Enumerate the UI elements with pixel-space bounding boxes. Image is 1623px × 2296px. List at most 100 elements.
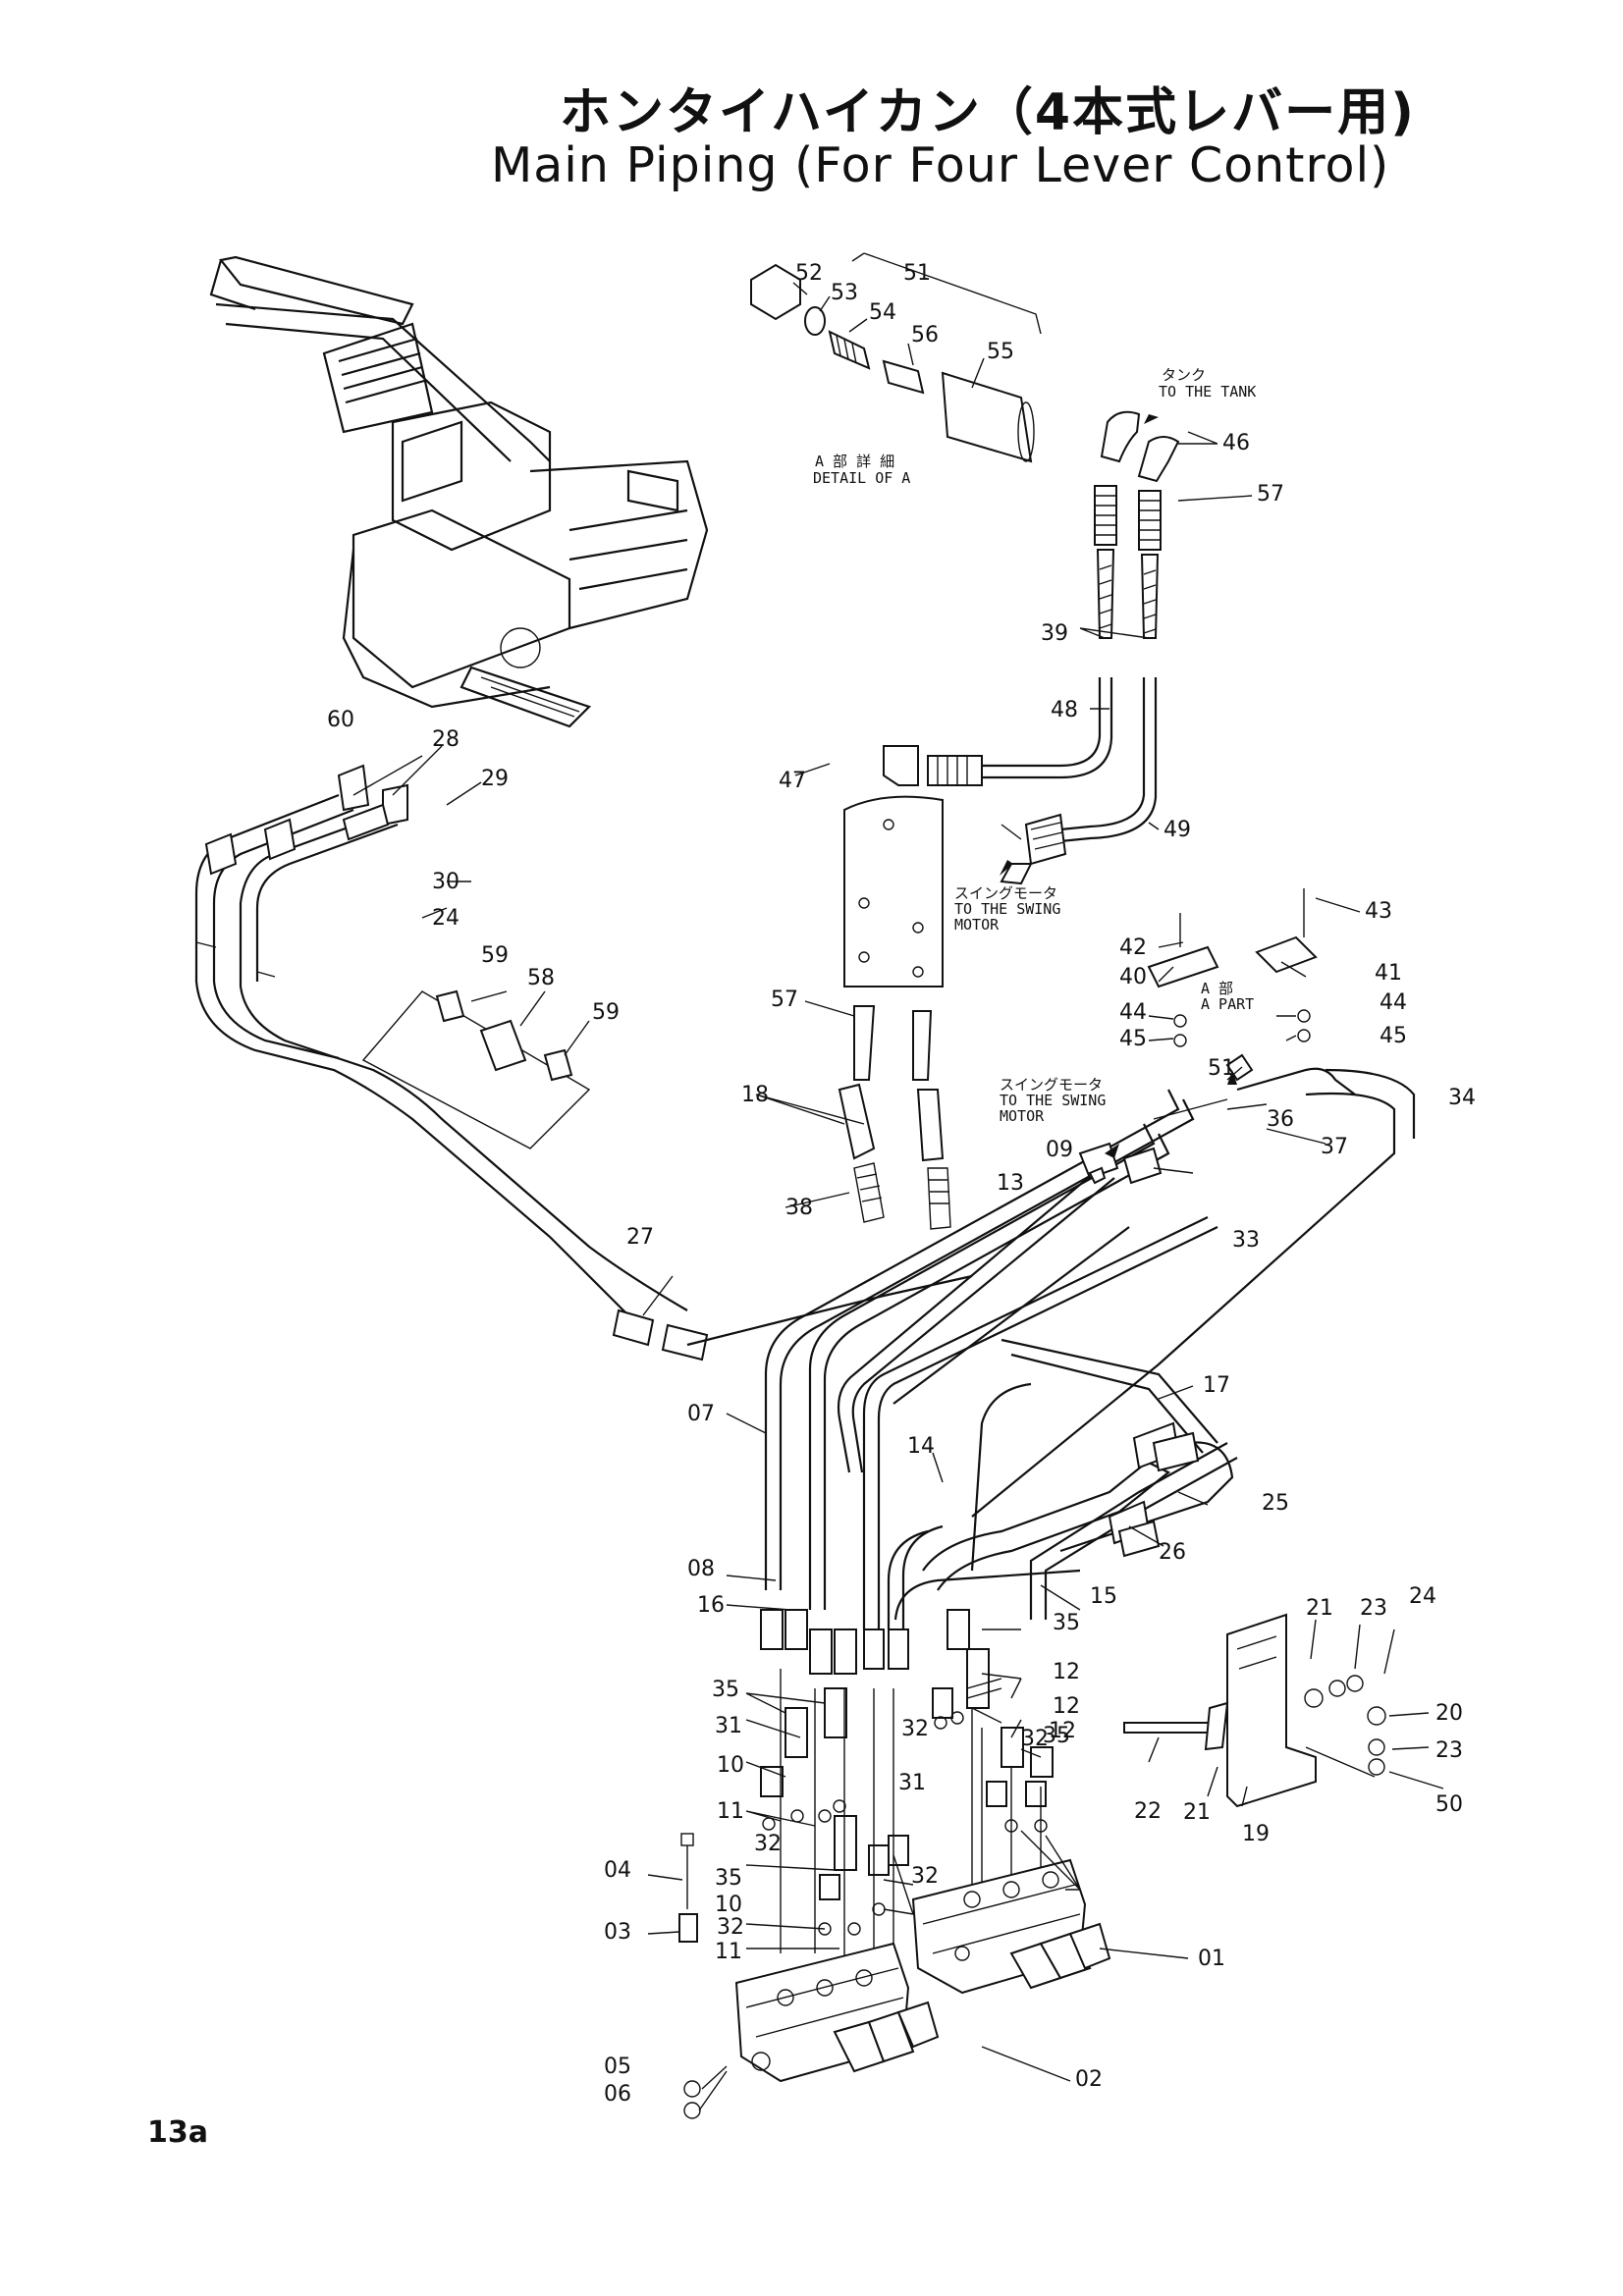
apart-jp-note: A 部 xyxy=(1201,980,1233,997)
swing2-en2-note: MOTOR xyxy=(1000,1107,1045,1125)
part-label: 46 xyxy=(1222,431,1250,455)
left-hoses xyxy=(194,764,973,1362)
part-label: 47 xyxy=(779,769,806,793)
part-label: 08 xyxy=(687,1557,715,1581)
part-label: 10 xyxy=(717,1753,744,1778)
part-label: 38 xyxy=(785,1196,813,1220)
part-label: 26 xyxy=(1159,1540,1186,1565)
part-label: 60 xyxy=(327,708,354,732)
part-label: 57 xyxy=(771,988,798,1012)
part-label: 43 xyxy=(1365,899,1392,924)
part-label: 24 xyxy=(432,906,460,931)
part-label: 39 xyxy=(1041,621,1068,646)
part-label: 59 xyxy=(592,1000,620,1025)
tank-en-note: TO THE TANK xyxy=(1159,383,1256,400)
part-label: 15 xyxy=(1090,1584,1117,1609)
part-label: 12 xyxy=(1053,1694,1080,1719)
annotations: A 部 詳 細 DETAIL OF A タンク TO THE TANK スイング… xyxy=(813,366,1256,1125)
title-japanese: ホンタイハイカン（4本式レバー用) xyxy=(560,83,1416,142)
part-label: 27 xyxy=(626,1225,654,1250)
part-label: 25 xyxy=(1262,1491,1289,1516)
detail-of-a xyxy=(750,252,1042,463)
part-label: 32 xyxy=(901,1717,929,1741)
excavator-illustration xyxy=(209,255,709,728)
part-label: 24 xyxy=(1409,1584,1436,1609)
part-label: 35 xyxy=(712,1678,739,1702)
control-valves xyxy=(678,1833,1111,2119)
part-label: 45 xyxy=(1380,1024,1407,1048)
part-label: 44 xyxy=(1380,990,1407,1015)
detail-jp-note: A 部 詳 細 xyxy=(815,453,894,470)
part-label: 59 xyxy=(481,943,509,968)
part-label: 44 xyxy=(1119,1000,1147,1025)
part-label: 36 xyxy=(1267,1107,1294,1132)
part-label: 35 xyxy=(1043,1724,1070,1748)
part-label: 10 xyxy=(715,1893,742,1917)
part-label: 31 xyxy=(898,1771,926,1795)
swing1-en2-note: MOTOR xyxy=(954,916,1000,934)
part-label: 30 xyxy=(432,870,460,894)
page-number: 13a xyxy=(147,2115,208,2150)
line-filter xyxy=(361,989,591,1149)
part-label: 12 xyxy=(1053,1660,1080,1684)
swing1-jp-note: スイングモータ xyxy=(954,884,1057,902)
part-label: 18 xyxy=(741,1083,769,1107)
part-label: 58 xyxy=(527,966,555,990)
part-label: 56 xyxy=(911,323,939,347)
part-label: 54 xyxy=(869,300,896,325)
detail-en-note: DETAIL OF A xyxy=(813,469,910,487)
part-label: 41 xyxy=(1375,961,1402,986)
part-label: 32 xyxy=(911,1864,939,1889)
flow-arrows xyxy=(1000,414,1237,1158)
part-label: 48 xyxy=(1051,698,1078,722)
part-label: 45 xyxy=(1119,1027,1147,1051)
swing-plate xyxy=(838,795,951,1230)
part-label: 57 xyxy=(1257,482,1284,507)
part-label: 01 xyxy=(1198,1947,1225,1971)
swing2-jp-note: スイングモータ xyxy=(1000,1076,1103,1094)
stand-bracket xyxy=(1123,1613,1386,1808)
part-label: 29 xyxy=(481,767,509,791)
part-label: 28 xyxy=(432,727,460,752)
part-label: 33 xyxy=(1232,1228,1260,1253)
part-label: 11 xyxy=(717,1799,744,1824)
apart-en-note: A PART xyxy=(1201,995,1254,1013)
part-label: 40 xyxy=(1119,965,1147,989)
part-label: 52 xyxy=(795,261,823,286)
steel-pipes xyxy=(764,1067,1416,1629)
title-english: Main Piping (For Four Lever Control) xyxy=(491,137,1390,193)
leader-lines xyxy=(352,282,1444,2082)
part-label: 21 xyxy=(1183,1800,1211,1825)
part-label: 42 xyxy=(1119,935,1147,960)
part-label: 35 xyxy=(1053,1611,1080,1635)
part-label: 02 xyxy=(1075,2067,1103,2092)
part-label: 55 xyxy=(987,340,1014,364)
part-label: 51 xyxy=(1208,1056,1235,1081)
part-label: 17 xyxy=(1203,1373,1230,1398)
part-label: 34 xyxy=(1448,1086,1476,1110)
part-label: 32 xyxy=(754,1832,782,1856)
part-labels: 52 51 53 54 56 55 46 57 39 48 47 49 60 2… xyxy=(327,261,1476,2107)
part-label: 13 xyxy=(997,1171,1024,1196)
tank-jp-note: タンク xyxy=(1162,366,1206,384)
part-label: 53 xyxy=(831,281,858,305)
part-label: 23 xyxy=(1360,1596,1387,1621)
part-label: 16 xyxy=(697,1593,725,1618)
part-label: 50 xyxy=(1435,1792,1463,1817)
part-label: 35 xyxy=(715,1866,742,1891)
part-label: 21 xyxy=(1306,1596,1333,1621)
part-label: 32 xyxy=(1021,1727,1049,1751)
swing1-en1-note: TO THE SWING xyxy=(954,900,1060,918)
part-label: 04 xyxy=(604,1858,631,1883)
fittings xyxy=(760,1609,1054,1983)
part-label: 09 xyxy=(1046,1138,1073,1162)
part-label: 51 xyxy=(903,261,931,286)
part-label: 14 xyxy=(907,1434,935,1459)
part-label: 12 xyxy=(1049,1719,1076,1743)
part-label: 37 xyxy=(1321,1135,1348,1159)
part-label: 03 xyxy=(604,1920,631,1945)
swing2-en1-note: TO THE SWING xyxy=(1000,1092,1106,1109)
part-label: 06 xyxy=(604,2082,631,2107)
part-label: 19 xyxy=(1242,1822,1270,1846)
part-label: 32 xyxy=(717,1915,744,1940)
